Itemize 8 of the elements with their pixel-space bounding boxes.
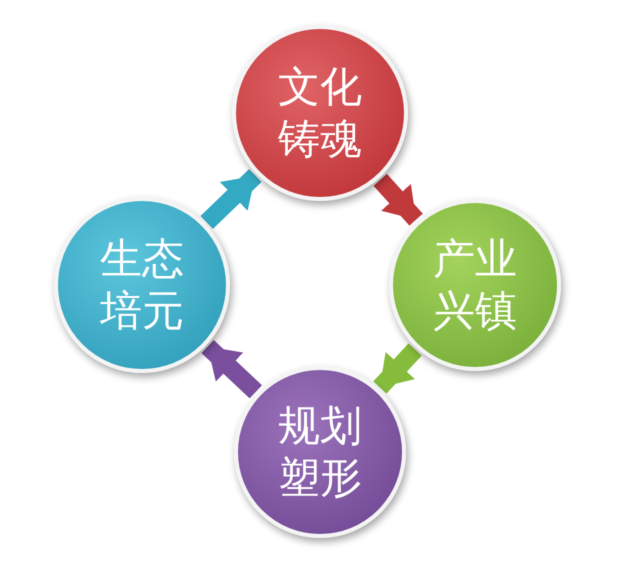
circle-label: 生态培元 (99, 232, 185, 337)
circle-label: 产业兴镇 (432, 232, 518, 337)
arrow (374, 174, 423, 226)
circle-label: 文化铸魂 (277, 60, 363, 165)
arrow (201, 340, 262, 398)
arrow (373, 343, 422, 394)
arrow (200, 169, 262, 229)
circle-label: 规划塑形 (277, 400, 363, 504)
